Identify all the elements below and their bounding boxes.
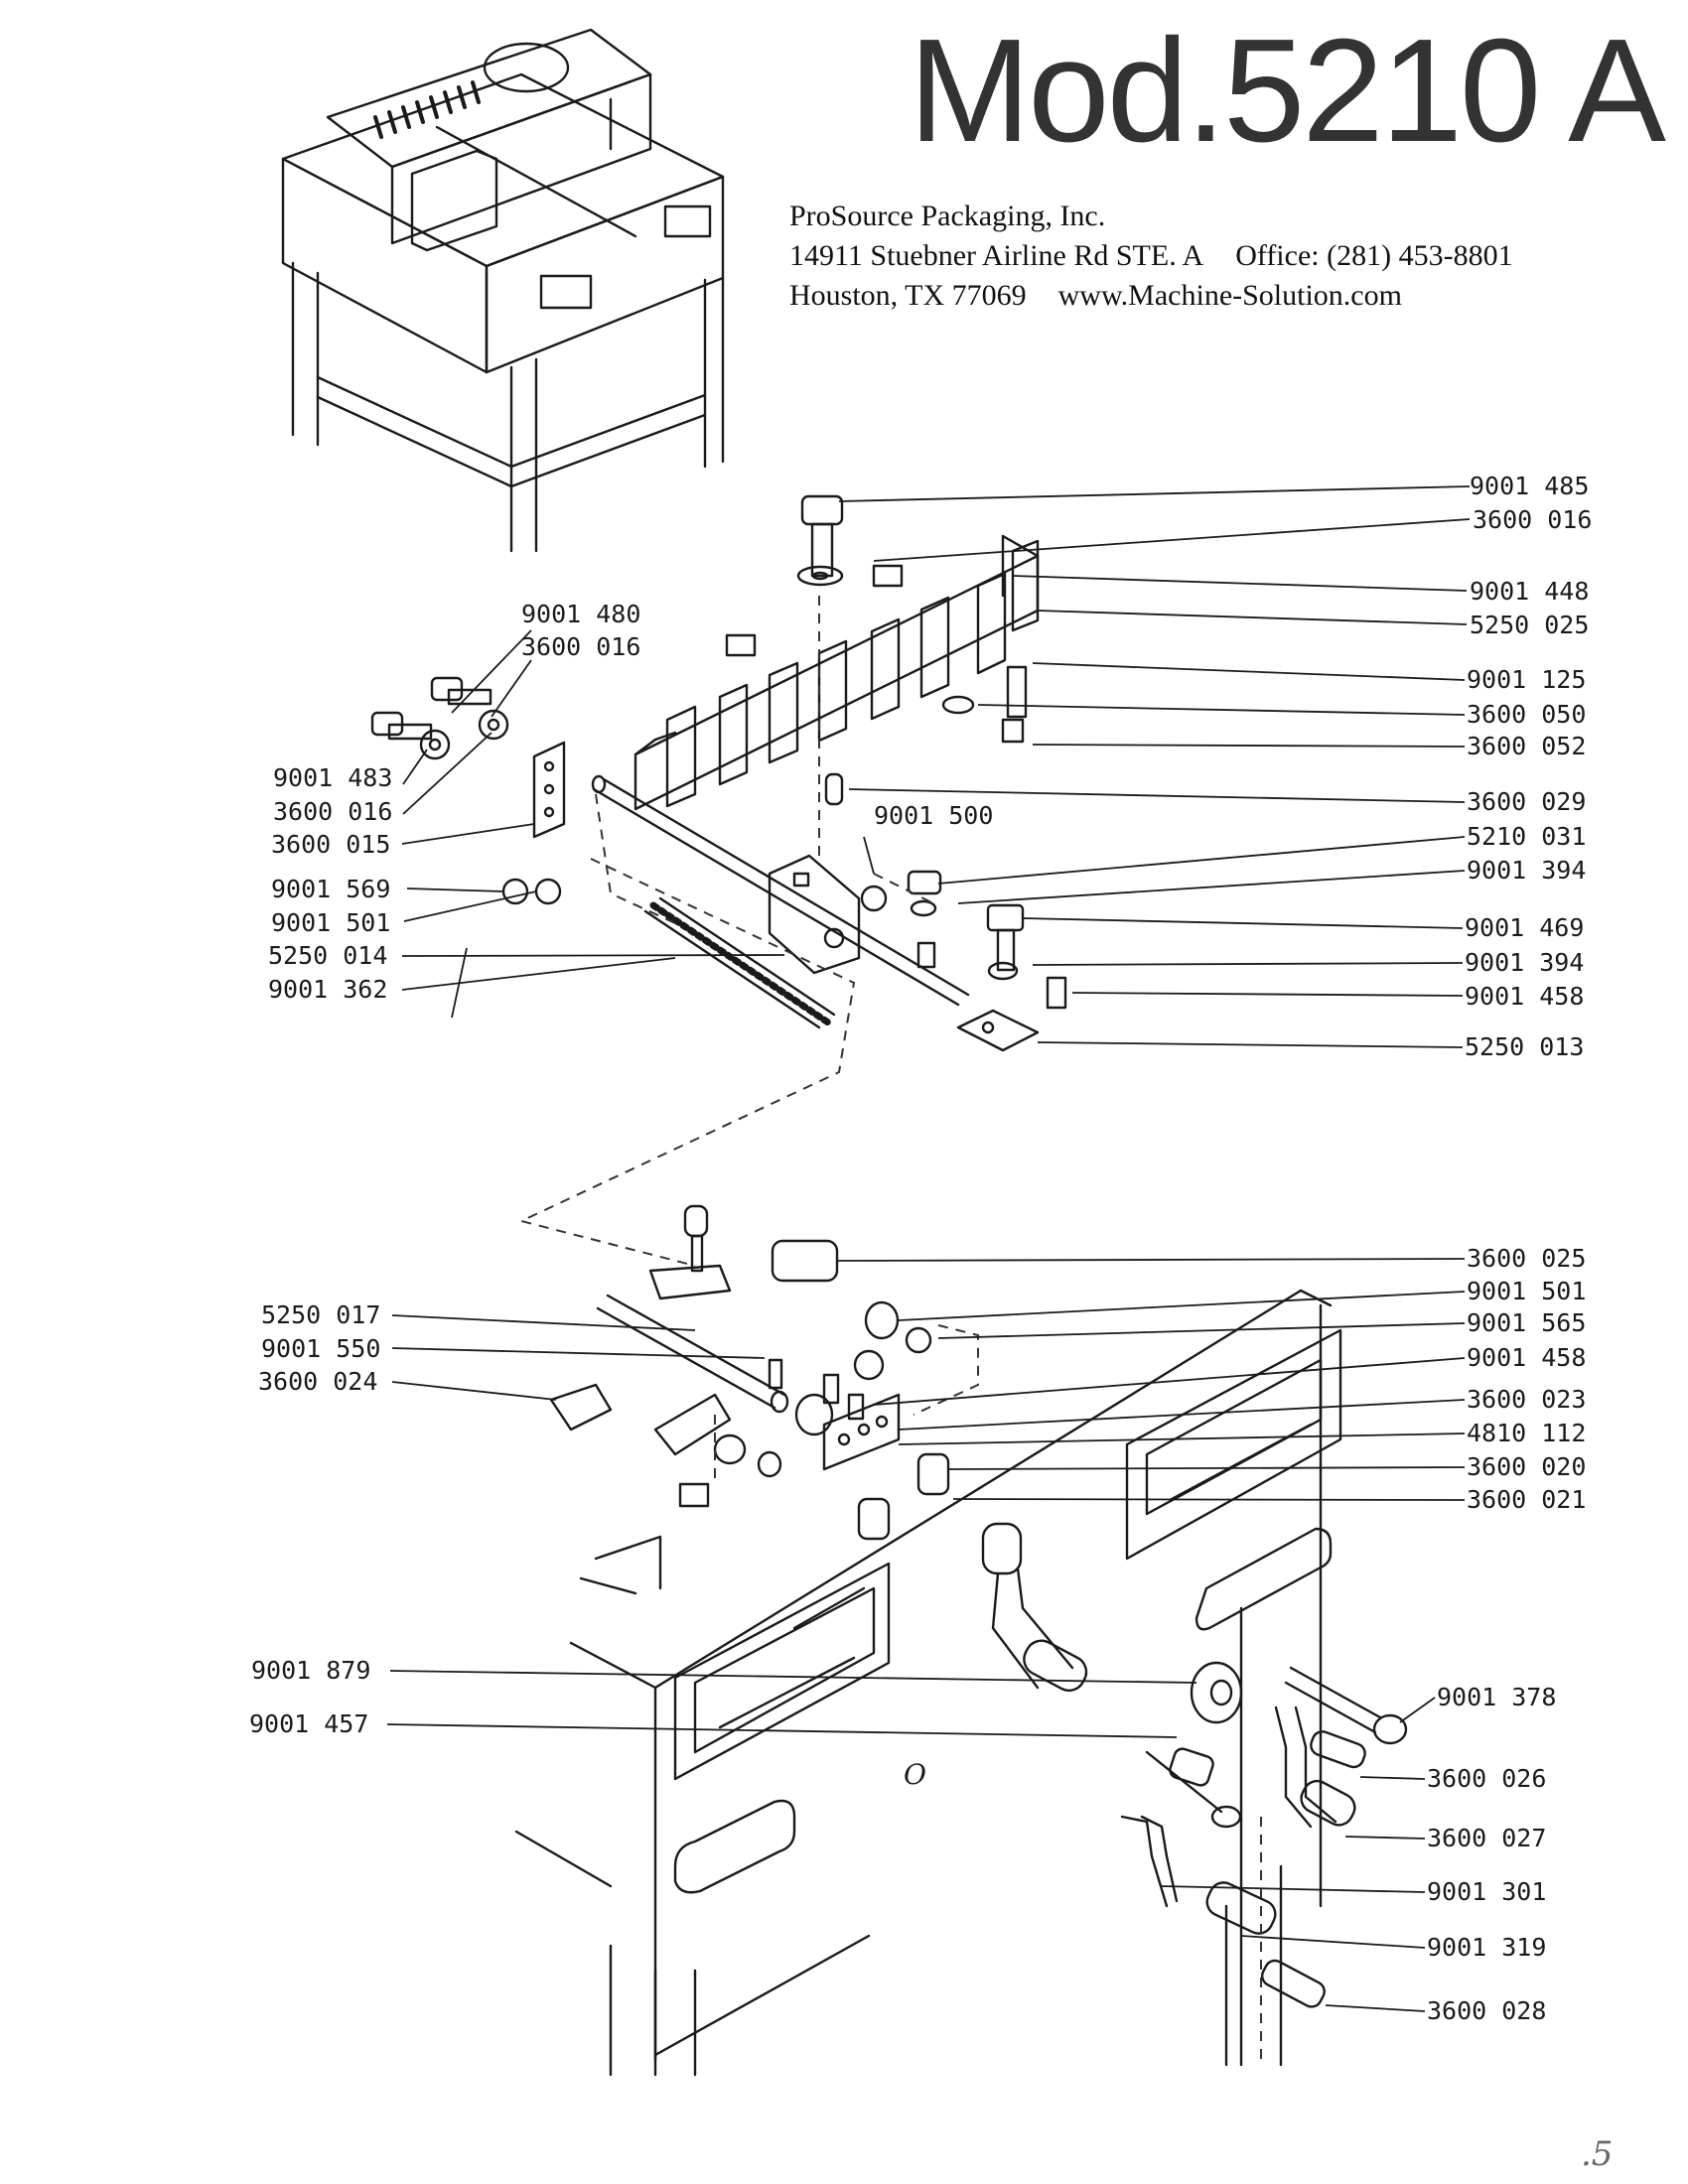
callout-right-20: 4810 112 bbox=[1467, 1419, 1586, 1447]
handwheel-crank-assembly bbox=[981, 1522, 1408, 2008]
callout-left-14: 9001 879 bbox=[251, 1656, 370, 1685]
callout-right-5: 9001 125 bbox=[1467, 665, 1586, 694]
callout-right-24: 3600 026 bbox=[1427, 1764, 1546, 1793]
callout-labels-right: 9001 485 3600 016 9001 448 5250 025 9001… bbox=[1427, 472, 1592, 2025]
callout-left-1: 9001 480 bbox=[521, 600, 640, 628]
callout-right-18: 9001 458 bbox=[1467, 1343, 1586, 1372]
callout-right-14: 5250 013 bbox=[1465, 1032, 1584, 1061]
callout-left-4: 3600 016 bbox=[273, 797, 392, 826]
company-name: ProSource Packaging, Inc. bbox=[789, 200, 1106, 232]
side-plate-3600-015 bbox=[532, 741, 566, 839]
callout-left-11: 5250 017 bbox=[261, 1300, 380, 1329]
callout-right-7: 3600 052 bbox=[1467, 732, 1586, 760]
callout-labels-left: 9001 480 3600 016 9001 483 3600 016 3600… bbox=[249, 600, 993, 1738]
page-number: .5 bbox=[1581, 2134, 1614, 2174]
callout-right-16: 9001 501 bbox=[1467, 1277, 1586, 1305]
callout-right-28: 3600 028 bbox=[1427, 1996, 1546, 2025]
callout-left-5: 3600 015 bbox=[271, 830, 390, 859]
slide-bracket bbox=[956, 1009, 1040, 1052]
callout-right-21: 3600 020 bbox=[1467, 1452, 1586, 1481]
callout-left-13: 3600 024 bbox=[258, 1367, 377, 1396]
callout-right-26: 9001 301 bbox=[1427, 1877, 1546, 1906]
callout-right-19: 3600 023 bbox=[1467, 1385, 1586, 1414]
callout-right-6: 3600 050 bbox=[1467, 700, 1586, 729]
callout-right-8: 3600 029 bbox=[1467, 787, 1586, 816]
callout-left-15: 9001 457 bbox=[249, 1709, 368, 1738]
city-line: Houston, TX 77069 bbox=[789, 279, 1027, 312]
company-block: ProSource Packaging, Inc. 14911 Stuebner… bbox=[789, 197, 1604, 316]
callout-right-25: 3600 027 bbox=[1427, 1824, 1546, 1852]
lead-screw bbox=[643, 896, 836, 1029]
back-gauge-fence-assembly bbox=[633, 534, 1040, 811]
cabinet-panel-side bbox=[1125, 1328, 1342, 1561]
leader-lines-left bbox=[386, 629, 1197, 1738]
callout-left-6: 9001 500 bbox=[874, 801, 993, 830]
callout-right-15: 3600 025 bbox=[1467, 1244, 1586, 1273]
callout-right-4: 5250 025 bbox=[1470, 611, 1589, 639]
small-hardware-upper bbox=[370, 494, 1067, 1010]
address-row: 14911 Stuebner Airline Rd STE. A Office: … bbox=[789, 236, 1604, 276]
callout-right-17: 9001 565 bbox=[1467, 1308, 1586, 1337]
callout-left-9: 5250 014 bbox=[268, 941, 387, 970]
city-row: Houston, TX 77069 www.Machine-Solution.co… bbox=[789, 276, 1604, 316]
callout-left-10: 9001 362 bbox=[268, 975, 387, 1004]
callout-left-12: 9001 550 bbox=[261, 1334, 380, 1363]
cabinet-panel-front bbox=[673, 1562, 891, 1781]
office-phone: Office: (281) 453-8801 bbox=[1235, 239, 1513, 272]
machine-overview-thumbnail bbox=[281, 28, 725, 553]
callout-left-8: 9001 501 bbox=[271, 908, 390, 937]
thumb-table-top bbox=[281, 72, 725, 268]
carriage-block bbox=[768, 854, 861, 975]
callout-left-2: 3600 016 bbox=[521, 632, 640, 661]
model-title: Mod.5210 A bbox=[909, 9, 1666, 173]
callout-right-12: 9001 394 bbox=[1465, 948, 1584, 977]
thumb-handwheel bbox=[483, 42, 570, 93]
callout-right-9: 5210 031 bbox=[1467, 822, 1586, 851]
panel-mark-letter: O bbox=[904, 1758, 926, 1791]
callout-right-2: 3600 016 bbox=[1473, 505, 1592, 534]
callout-right-23: 9001 378 bbox=[1437, 1683, 1556, 1711]
callout-right-3: 9001 448 bbox=[1470, 577, 1589, 606]
machine-body-cabinet bbox=[514, 1289, 1333, 2077]
callout-right-11: 9001 469 bbox=[1465, 913, 1584, 942]
website: www.Machine-Solution.com bbox=[1057, 279, 1402, 312]
callout-right-27: 9001 319 bbox=[1427, 1933, 1546, 1962]
leader-lines-right bbox=[835, 485, 1471, 2012]
callout-right-10: 9001 394 bbox=[1467, 856, 1586, 885]
callout-right-13: 9001 458 bbox=[1465, 982, 1584, 1011]
clamp-shaft-assembly bbox=[549, 1204, 950, 1541]
callout-right-22: 3600 021 bbox=[1467, 1485, 1586, 1514]
address-line: 14911 Stuebner Airline Rd STE. A bbox=[789, 239, 1204, 272]
thumb-fence-teeth bbox=[373, 80, 481, 139]
cabinet-handles bbox=[673, 1527, 1333, 1894]
callout-left-7: 9001 569 bbox=[271, 875, 390, 903]
callout-right-1: 9001 485 bbox=[1470, 472, 1589, 500]
guide-rod bbox=[591, 774, 970, 1007]
callout-left-3: 9001 483 bbox=[273, 763, 392, 792]
